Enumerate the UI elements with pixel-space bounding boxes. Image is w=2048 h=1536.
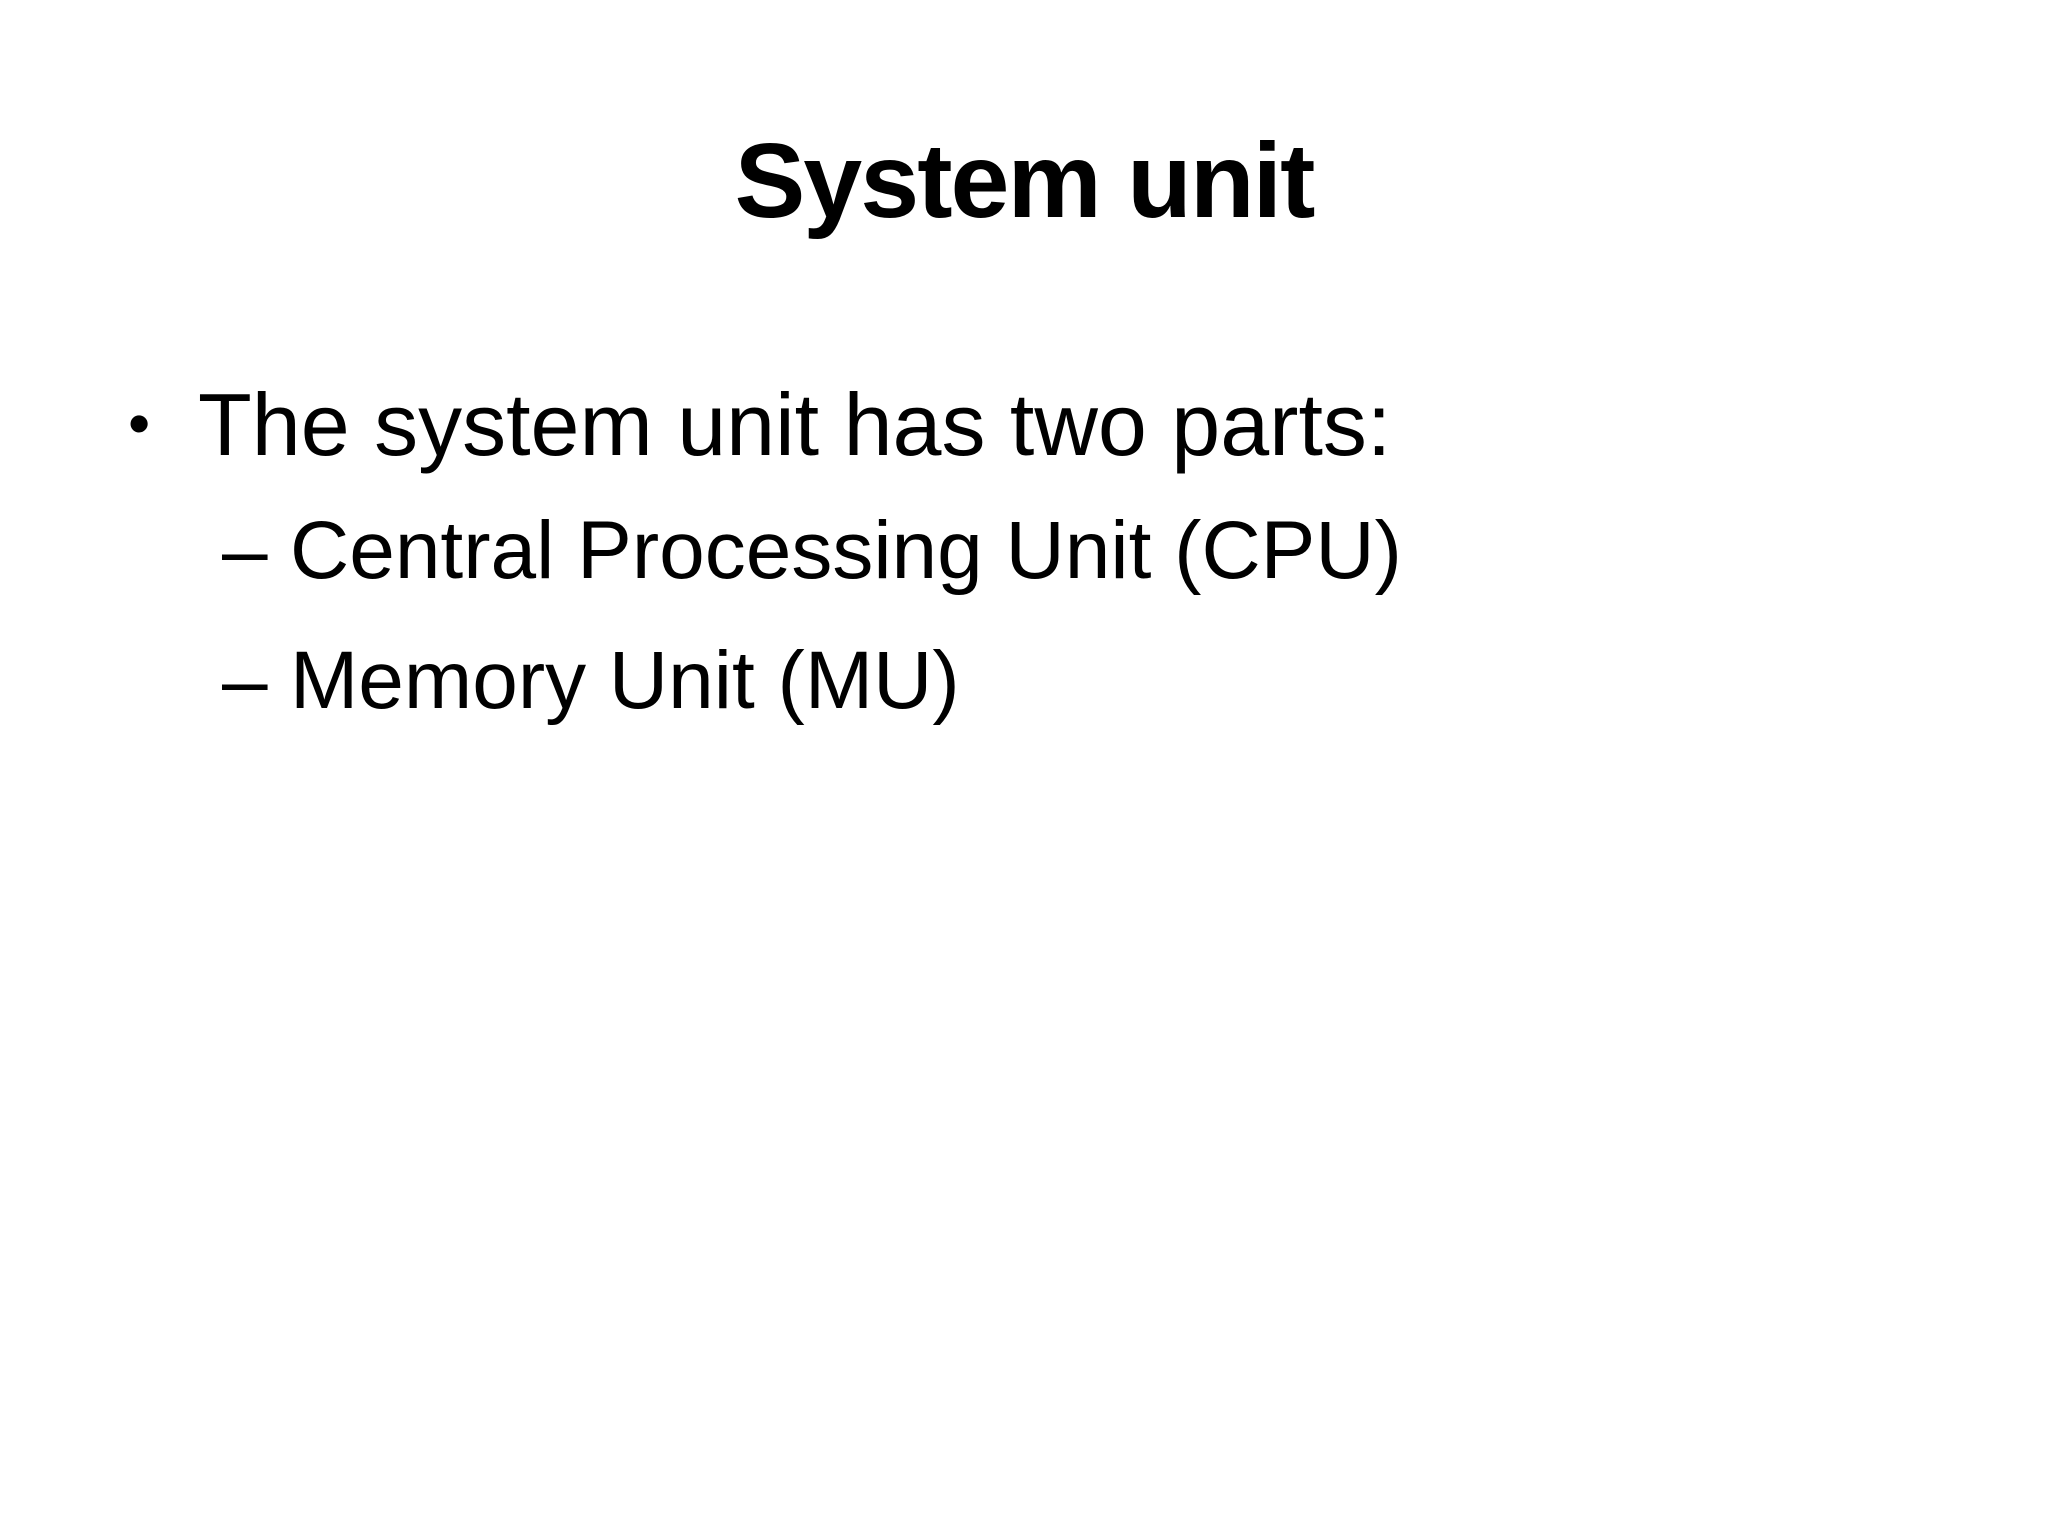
- bullet-item: • The system unit has two parts:: [128, 372, 1391, 478]
- dash-bullet-icon: –: [222, 505, 268, 596]
- bullet-item: – Central Processing Unit (CPU): [222, 502, 1402, 600]
- bullet-text: The system unit has two parts:: [198, 375, 1392, 474]
- bullet-text: Memory Unit (MU): [290, 635, 960, 726]
- bullet-text: Central Processing Unit (CPU): [290, 505, 1402, 596]
- dash-bullet-icon: –: [222, 635, 268, 726]
- page-title: System unit: [734, 122, 1316, 240]
- bullet-item: – Memory Unit (MU): [222, 632, 960, 730]
- bullet-dot-icon: •: [128, 389, 151, 459]
